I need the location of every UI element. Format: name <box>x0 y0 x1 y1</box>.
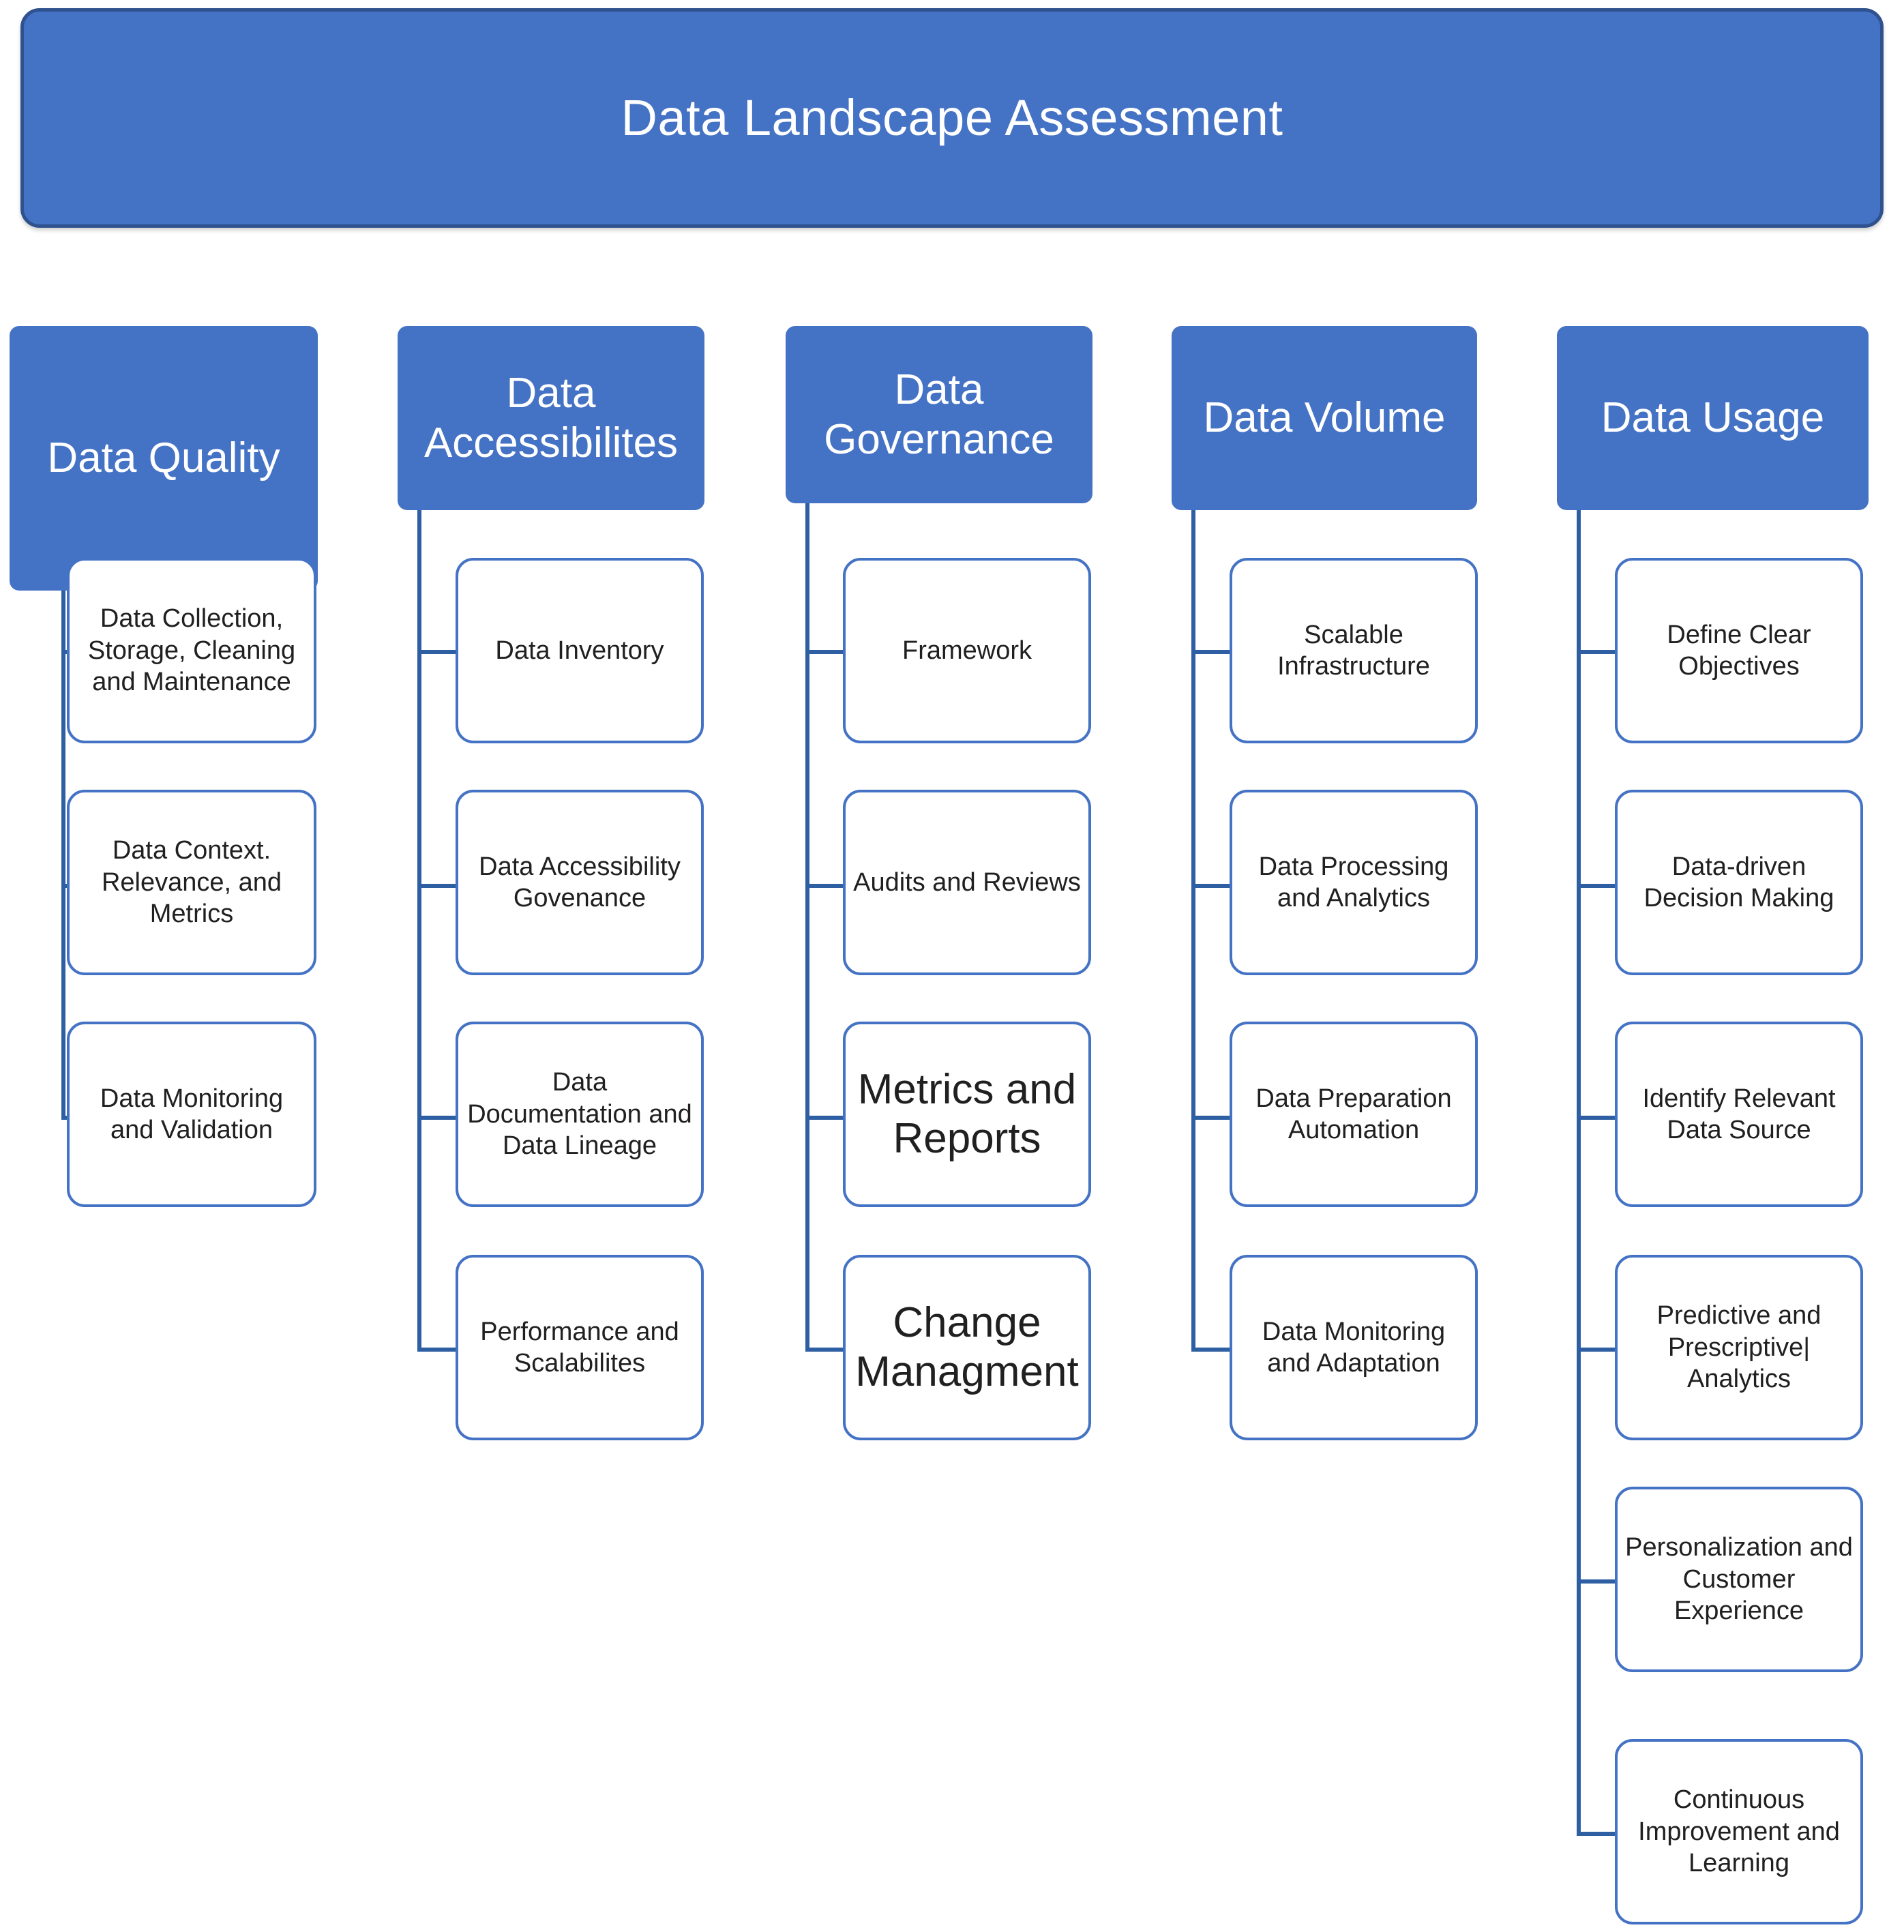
node-label: Data Preparation Automation <box>1255 1084 1452 1144</box>
column-header-data-accessibilites[interactable]: Data Accessibilites <box>398 326 704 510</box>
column-header-label: Data Volume <box>1203 394 1446 442</box>
node-label: Identify Relevant Data Source <box>1642 1084 1836 1144</box>
node-label: Data Inventory <box>495 636 664 665</box>
column-header-data-quality[interactable]: Data Quality <box>10 326 318 591</box>
column-header-label: Data Usage <box>1601 394 1825 442</box>
node-label: Personalization and Customer Experience <box>1625 1533 1853 1626</box>
node-c3-i0[interactable]: Framework <box>843 558 1091 743</box>
node-label: Framework <box>902 636 1032 665</box>
node-c3-i1[interactable]: Audits and Reviews <box>843 790 1091 975</box>
node-c5-i1[interactable]: Data-driven Decision Making <box>1615 790 1863 975</box>
node-c3-i2[interactable]: Metrics and Reports <box>843 1022 1091 1207</box>
node-label: Data Monitoring and Validation <box>100 1084 284 1144</box>
connector-trunk-column-2 <box>417 510 421 1349</box>
node-c4-i3[interactable]: Data Monitoring and Adaptation <box>1230 1255 1478 1440</box>
node-label: Data Collection, Storage, Cleaning and M… <box>87 604 296 697</box>
column-header-data-governance[interactable]: Data Governance <box>786 326 1092 503</box>
connector-trunk-column-4 <box>1191 510 1195 1349</box>
node-c1-i2[interactable]: Data Monitoring and Validation <box>67 1022 316 1207</box>
connector-trunk-column-3 <box>805 503 809 1349</box>
diagram-title-text: Data Landscape Assessment <box>621 89 1283 147</box>
node-label: Data Documentation and Data Lineage <box>467 1068 692 1161</box>
node-c4-i1[interactable]: Data Processing and Analytics <box>1230 790 1478 975</box>
node-c1-i0[interactable]: Data Collection, Storage, Cleaning and M… <box>67 558 316 743</box>
node-label: Performance and Scalabilites <box>480 1317 679 1378</box>
diagram-title-banner: Data Landscape Assessment <box>20 8 1884 228</box>
node-c4-i2[interactable]: Data Preparation Automation <box>1230 1022 1478 1207</box>
node-label: Data Monitoring and Adaptation <box>1262 1317 1446 1378</box>
node-label: Data Context. Relevance, and Metrics <box>101 836 282 929</box>
connector-trunk-column-1 <box>61 591 65 1120</box>
node-c4-i0[interactable]: Scalable Infrastructure <box>1230 558 1478 743</box>
node-label: Define Clear Objectives <box>1667 620 1811 681</box>
node-c2-i1[interactable]: Data Accessibility Govenance <box>456 790 704 975</box>
node-label: Metrics and Reports <box>857 1066 1077 1162</box>
node-label: Data Processing and Analytics <box>1258 852 1449 912</box>
node-label: Change Managment <box>855 1299 1079 1395</box>
node-label: Data Accessibility Govenance <box>479 852 681 912</box>
column-header-label: Data Governance <box>824 366 1054 463</box>
column-header-label: Data Quality <box>47 434 280 482</box>
node-c5-i4[interactable]: Personalization and Customer Experience <box>1615 1487 1863 1672</box>
connector-trunk-column-5 <box>1577 510 1581 1836</box>
node-c5-i0[interactable]: Define Clear Objectives <box>1615 558 1863 743</box>
node-label: Data-driven Decision Making <box>1643 852 1834 912</box>
node-c5-i3[interactable]: Predictive and Prescriptive| Analytics <box>1615 1255 1863 1440</box>
node-c5-i5[interactable]: Continuous Improvement and Learning <box>1615 1739 1863 1924</box>
node-label: Audits and Reviews <box>853 867 1081 897</box>
column-header-data-usage[interactable]: Data Usage <box>1557 326 1869 510</box>
node-c5-i2[interactable]: Identify Relevant Data Source <box>1615 1022 1863 1207</box>
column-header-label: Data Accessibilites <box>423 369 679 466</box>
node-c2-i3[interactable]: Performance and Scalabilites <box>456 1255 704 1440</box>
node-label: Predictive and Prescriptive| Analytics <box>1656 1301 1821 1394</box>
node-label: Continuous Improvement and Learning <box>1638 1785 1840 1878</box>
node-c3-i3[interactable]: Change Managment <box>843 1255 1091 1440</box>
node-c2-i2[interactable]: Data Documentation and Data Lineage <box>456 1022 704 1207</box>
node-c2-i0[interactable]: Data Inventory <box>456 558 704 743</box>
node-label: Scalable Infrastructure <box>1277 620 1430 681</box>
node-c1-i1[interactable]: Data Context. Relevance, and Metrics <box>67 790 316 975</box>
column-header-data-volume[interactable]: Data Volume <box>1172 326 1477 510</box>
